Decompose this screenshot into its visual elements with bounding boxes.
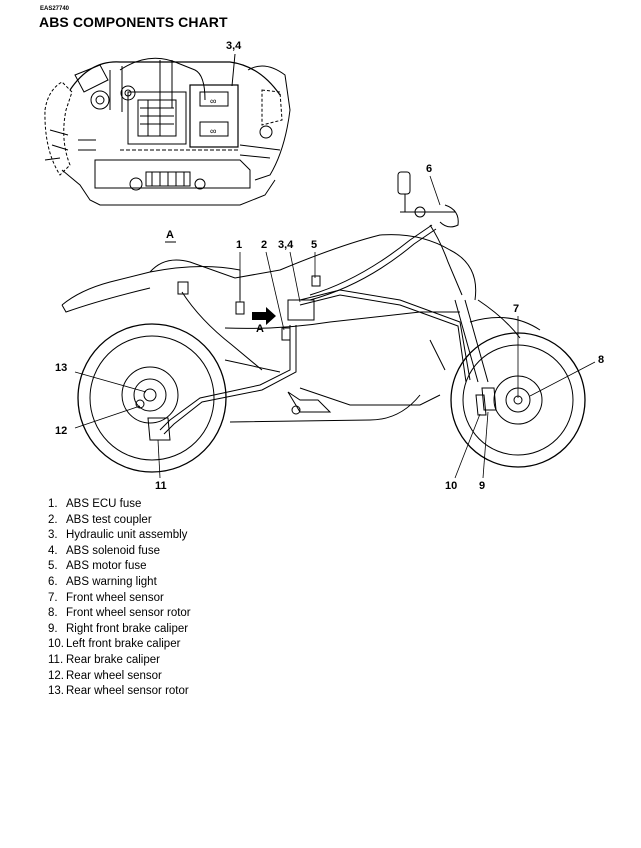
view-arrow-icon [252, 307, 276, 325]
callout-13: 13 [55, 362, 68, 374]
page-title: ABS COMPONENTS CHART [39, 14, 228, 30]
legend-item: 6.ABS warning light [48, 575, 157, 588]
legend-item: 4.ABS solenoid fuse [48, 544, 160, 557]
callout-detail-3-4: 3,4 [226, 40, 242, 52]
callout-8: 8 [598, 354, 605, 366]
legend-item: 10.Left front brake caliper [48, 638, 181, 651]
callout-5: 5 [311, 239, 318, 251]
callout-1: 1 [236, 239, 243, 251]
svg-text:∞: ∞ [210, 96, 216, 106]
callout-12: 12 [55, 425, 68, 437]
callout-2: 2 [261, 239, 268, 251]
legend-item: 13.Rear wheel sensor rotor [48, 685, 189, 698]
callout-11: 11 [155, 480, 167, 492]
arrow-a-label: A [256, 323, 264, 335]
callout-6: 6 [426, 163, 433, 175]
leader-lines [74, 175, 596, 479]
detail-view: ∞ ∞ [44, 53, 291, 206]
component-legend: 1.ABS ECU fuse 2.ABS test coupler 3.Hydr… [48, 497, 191, 700]
callout-9: 9 [479, 480, 486, 492]
motorcycle-side-view [61, 171, 586, 473]
callout-3-4: 3,4 [278, 239, 294, 251]
callout-7: 7 [513, 303, 520, 315]
callout-10: 10 [445, 480, 458, 492]
legend-item: 7.Front wheel sensor [48, 591, 164, 604]
rear-wheel [77, 323, 227, 473]
svg-text:∞: ∞ [210, 126, 216, 136]
legend-item: 1.ABS ECU fuse [48, 498, 142, 510]
view-a-label: A [166, 229, 174, 241]
legend-item: 5.ABS motor fuse [48, 560, 147, 573]
document-code: EAS27740 [40, 6, 70, 12]
legend-item: 11.Rear brake caliper [48, 653, 160, 666]
legend-item: 8.Front wheel sensor rotor [48, 607, 191, 620]
legend-item: 2.ABS test coupler [48, 513, 152, 526]
legend-item: 9.Right front brake caliper [48, 622, 189, 635]
legend-item: 3.Hydraulic unit assembly [48, 529, 188, 542]
legend-item: 12.Rear wheel sensor [48, 669, 162, 682]
